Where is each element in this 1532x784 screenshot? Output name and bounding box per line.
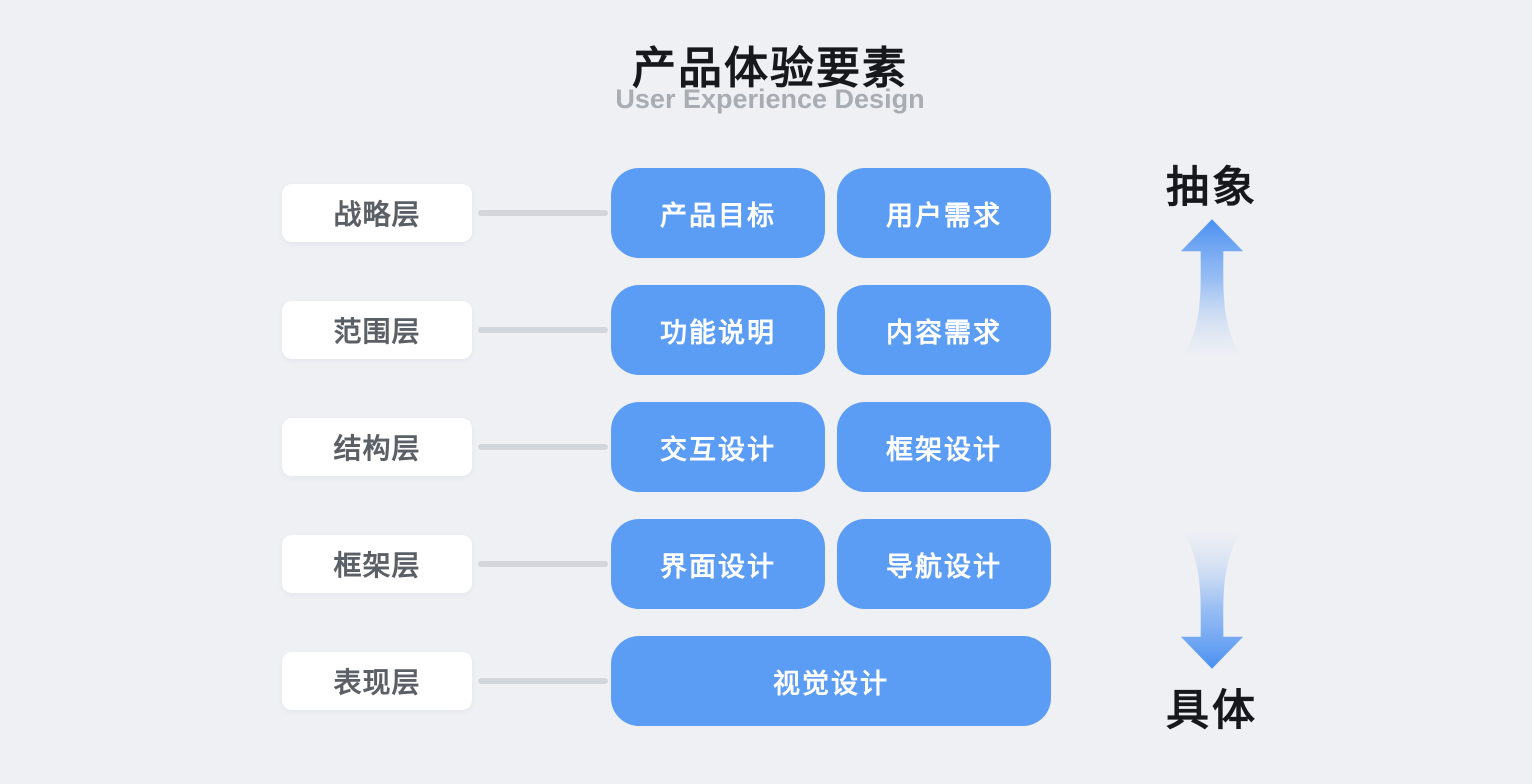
card-group: 交互设计 框架设计 <box>611 402 1051 492</box>
card-interface-design: 界面设计 <box>611 519 825 609</box>
connector-line <box>478 210 608 216</box>
connector-line <box>478 327 608 333</box>
layer-row-surface: 表现层 视觉设计 <box>0 636 1532 726</box>
card-information-architecture: 框架设计 <box>837 402 1051 492</box>
card-user-needs: 用户需求 <box>837 168 1051 258</box>
layer-label-skeleton: 框架层 <box>282 535 472 593</box>
layer-label-structure: 结构层 <box>282 418 472 476</box>
layer-row-scope: 范围层 功能说明 内容需求 <box>0 285 1532 375</box>
axis-label-abstract: 抽象 <box>1166 164 1258 212</box>
layer-label-surface: 表现层 <box>282 652 472 710</box>
connector-line <box>478 678 608 684</box>
card-group: 产品目标 用户需求 <box>611 168 1051 258</box>
axis-label-concrete: 具体 <box>1166 687 1258 735</box>
card-navigation-design: 导航设计 <box>837 519 1051 609</box>
card-group: 界面设计 导航设计 <box>611 519 1051 609</box>
page-title: 产品体验要素 <box>632 44 908 93</box>
arrow-down-icon <box>1180 529 1244 669</box>
card-product-goals: 产品目标 <box>611 168 825 258</box>
connector-line <box>478 561 608 567</box>
connector-line <box>478 444 608 450</box>
page-subtitle: User Experience Design <box>615 84 925 114</box>
card-functional-specs: 功能说明 <box>611 285 825 375</box>
layer-row-strategy: 战略层 产品目标 用户需求 <box>0 168 1532 258</box>
card-interaction-design: 交互设计 <box>611 402 825 492</box>
layer-row-skeleton: 框架层 界面设计 导航设计 <box>0 519 1532 609</box>
layer-row-structure: 结构层 交互设计 框架设计 <box>0 402 1532 492</box>
card-visual-design: 视觉设计 <box>611 636 1051 726</box>
card-content-requirements: 内容需求 <box>837 285 1051 375</box>
card-group: 功能说明 内容需求 <box>611 285 1051 375</box>
arrow-up-icon <box>1180 219 1244 359</box>
layer-label-strategy: 战略层 <box>282 184 472 242</box>
layer-label-scope: 范围层 <box>282 301 472 359</box>
card-group: 视觉设计 <box>611 636 1051 726</box>
